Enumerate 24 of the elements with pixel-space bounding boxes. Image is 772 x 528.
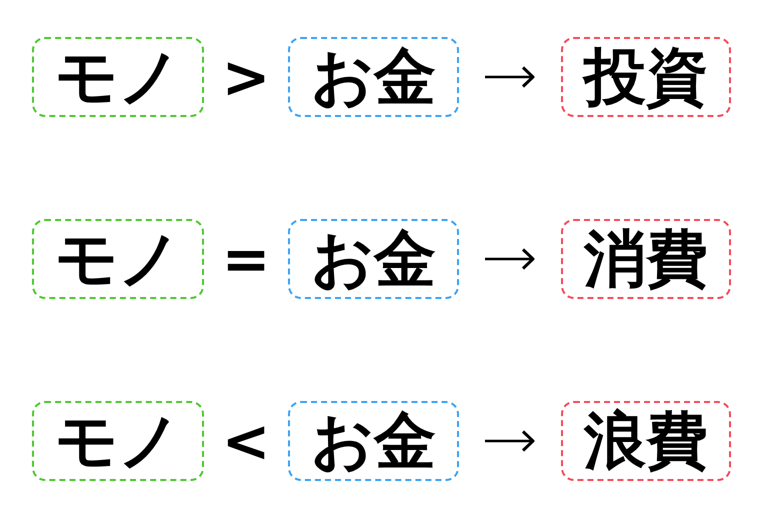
term-text: 消費 [584, 228, 708, 290]
dashed-frame [288, 37, 459, 117]
dashed-frame [32, 37, 204, 117]
comparison-sign: = [222, 230, 270, 288]
term-text: モノ [55, 228, 181, 290]
dashed-frame [561, 401, 731, 481]
term-text: モノ [55, 46, 181, 108]
term-text: お金 [311, 46, 436, 108]
dashed-frame [561, 219, 731, 299]
dashed-frame [32, 401, 204, 481]
term-text: お金 [311, 410, 436, 472]
term-text: 浪費 [584, 410, 708, 472]
arrow [485, 430, 534, 452]
comparison-sign: > [222, 48, 270, 106]
dashed-frame [288, 219, 459, 299]
dashed-frame [288, 401, 459, 481]
dashed-frame [32, 219, 204, 299]
dashed-frame [561, 37, 731, 117]
term-text: 投資 [584, 46, 708, 108]
term-text: モノ [55, 410, 181, 472]
term-text: お金 [311, 228, 436, 290]
arrow [485, 248, 534, 270]
comparison-sign: < [222, 412, 270, 470]
arrow [485, 66, 534, 88]
